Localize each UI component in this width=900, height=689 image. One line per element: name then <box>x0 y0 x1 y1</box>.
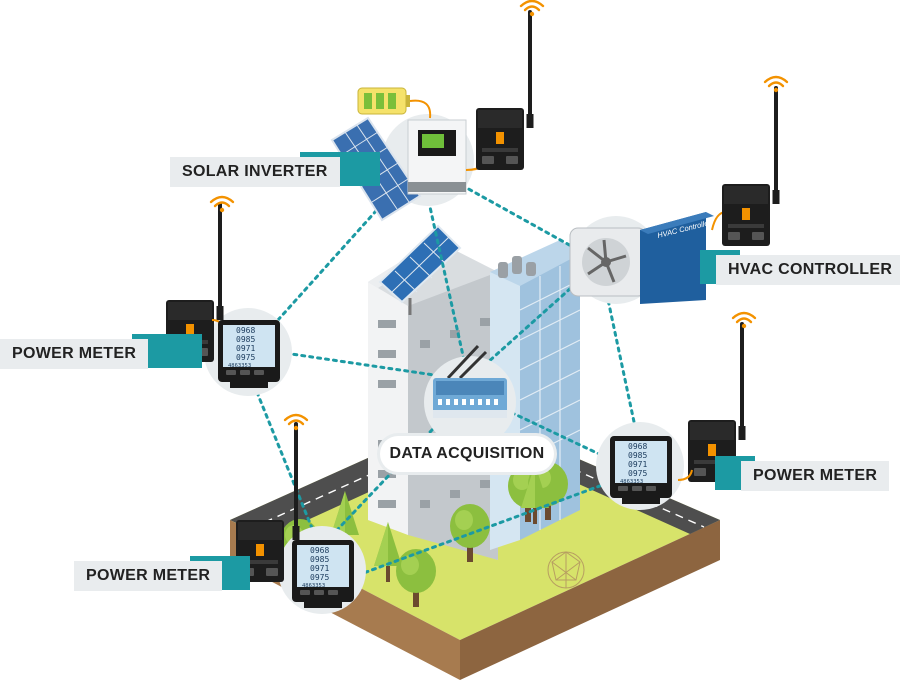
power-meter-left-label: POWER METER <box>0 339 149 369</box>
svg-text:0971: 0971 <box>236 344 255 353</box>
wifi-signal-icon <box>763 75 789 94</box>
svg-text:0968: 0968 <box>310 546 329 555</box>
svg-text:0985: 0985 <box>236 335 255 344</box>
power-meter-right-label: POWER METER <box>741 461 890 491</box>
wifi-signal-icon <box>519 0 545 18</box>
svg-text:0985: 0985 <box>310 555 329 564</box>
network-links <box>246 160 642 580</box>
svg-text:0968: 0968 <box>236 326 255 335</box>
power-meter-bottom-group: 0968 0985 0971 0975 4863353 <box>236 413 366 614</box>
inverter-box <box>407 119 467 195</box>
power-meter-right-group: 0968 0985 0971 0975 4863353 <box>596 311 757 510</box>
svg-text:4863353: 4863353 <box>228 363 251 369</box>
hvac-fan-unit <box>569 227 647 297</box>
data-acquisition-label: DATA ACQUISITION <box>380 436 554 472</box>
svg-text:0971: 0971 <box>628 460 647 469</box>
solar-inverter-label: SOLAR INVERTER <box>170 157 340 187</box>
svg-text:4863353: 4863353 <box>302 583 325 589</box>
wifi-signal-icon <box>731 311 757 330</box>
hvac-controller-label: HVAC CONTROLLER <box>716 255 900 285</box>
svg-text:0975: 0975 <box>236 353 255 362</box>
svg-text:0985: 0985 <box>628 451 647 460</box>
network-mesh-icon <box>547 551 585 589</box>
rooftop-solar-panel <box>378 224 462 315</box>
rooftop-tanks <box>498 256 536 278</box>
svg-text:0975: 0975 <box>310 573 329 582</box>
power-meter-bottom-label: POWER METER <box>74 561 223 591</box>
solar-inverter-group <box>330 0 545 222</box>
svg-text:0975: 0975 <box>628 469 647 478</box>
svg-text:0968: 0968 <box>628 442 647 451</box>
power-meter-left-group: 0968 0985 0971 0975 4863353 <box>166 195 292 396</box>
svg-text:0971: 0971 <box>310 564 329 573</box>
svg-text:4863353: 4863353 <box>620 479 643 485</box>
hvac-group: HVAC Controller <box>569 75 789 304</box>
data-acquisition-device <box>424 344 516 448</box>
battery-icon <box>357 87 410 115</box>
hvac-controller-panel: HVAC Controller <box>640 212 714 304</box>
